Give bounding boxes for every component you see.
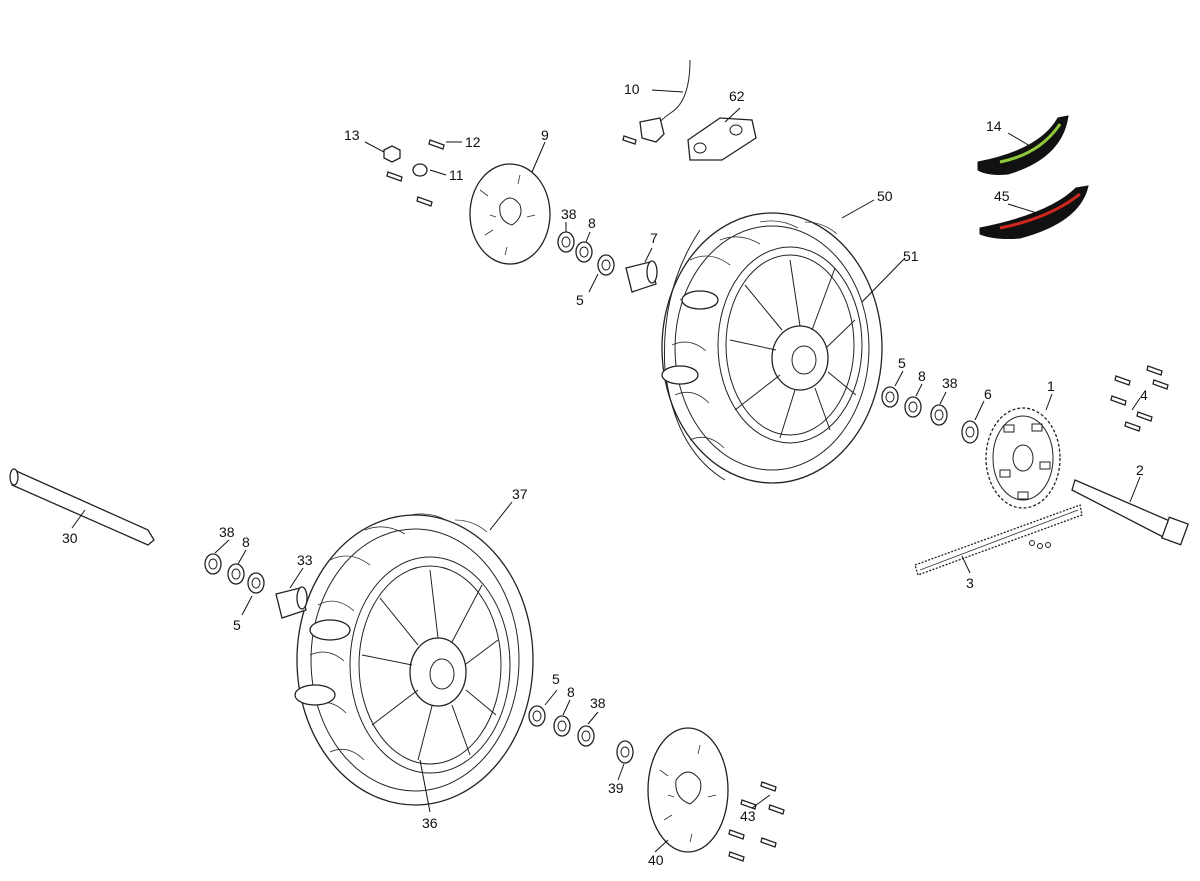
callout-9: 9 [541, 127, 549, 143]
leader-lines [71, 89, 1141, 853]
callout-7: 7 [650, 230, 658, 246]
disc-bolts-and-nuts [383, 139, 445, 207]
callout-5-rear-left: 5 [576, 292, 584, 308]
front-disc-bolts [728, 781, 785, 862]
rear-tyre-bead-detail-2 [661, 365, 699, 385]
callout-33: 33 [297, 552, 313, 568]
callout-11: 11 [449, 167, 464, 183]
callout-labels: 1 2 3 4 5 5 5 5 6 7 8 8 8 8 9 10 11 12 1… [62, 81, 1148, 868]
front-wheel-assembly [294, 513, 534, 806]
spacers [275, 260, 979, 764]
front-tyre-bead-detail [309, 619, 351, 641]
callout-38-rear-left: 38 [561, 206, 577, 222]
callout-36: 36 [422, 815, 438, 831]
rear-rim [717, 246, 863, 444]
rear-axle [1071, 479, 1189, 546]
drive-chain [914, 504, 1083, 576]
callout-6: 6 [984, 386, 992, 402]
callout-13: 13 [344, 127, 360, 143]
callout-62: 62 [729, 88, 745, 104]
callout-8-front-right: 8 [567, 684, 575, 700]
callout-40: 40 [648, 852, 664, 868]
sprocket-bolts [1110, 365, 1169, 432]
callout-8-rear-left: 8 [588, 215, 596, 231]
callout-51: 51 [903, 248, 919, 264]
front-brake-disc [647, 727, 729, 853]
callout-45: 45 [994, 188, 1010, 204]
callout-38-rear-right: 38 [942, 375, 958, 391]
rear-wheel-assembly [661, 212, 883, 484]
callout-14: 14 [986, 118, 1002, 134]
callout-5-front-left: 5 [233, 617, 241, 633]
front-axle [9, 468, 155, 546]
callout-38-front-right: 38 [590, 695, 606, 711]
callout-5-rear-right: 5 [898, 355, 906, 371]
callout-39: 39 [608, 780, 624, 796]
front-rim [349, 556, 511, 774]
callout-2: 2 [1136, 462, 1144, 478]
sensor-bracket [687, 117, 757, 161]
callout-50: 50 [877, 188, 893, 204]
callout-3: 3 [966, 575, 974, 591]
callout-8-rear-right: 8 [918, 368, 926, 384]
callout-4: 4 [1140, 387, 1148, 403]
callout-37: 37 [512, 486, 528, 502]
sprocket [985, 407, 1061, 509]
bearings-and-seals [204, 231, 948, 747]
decal-red [979, 185, 1089, 239]
callout-30: 30 [62, 530, 78, 546]
callout-10: 10 [624, 81, 640, 97]
callout-12: 12 [465, 134, 481, 150]
callout-5-front-right: 5 [552, 671, 560, 687]
callout-8-front-left: 8 [242, 534, 250, 550]
callout-43: 43 [740, 808, 756, 824]
callout-38-front-left: 38 [219, 524, 235, 540]
rear-brake-disc [469, 163, 551, 265]
front-tyre-bead-detail-2 [294, 684, 336, 706]
rear-tyre [661, 212, 883, 484]
speed-sensor [622, 59, 691, 145]
rear-tyre-bead-detail [681, 290, 719, 310]
callout-1: 1 [1047, 378, 1055, 394]
